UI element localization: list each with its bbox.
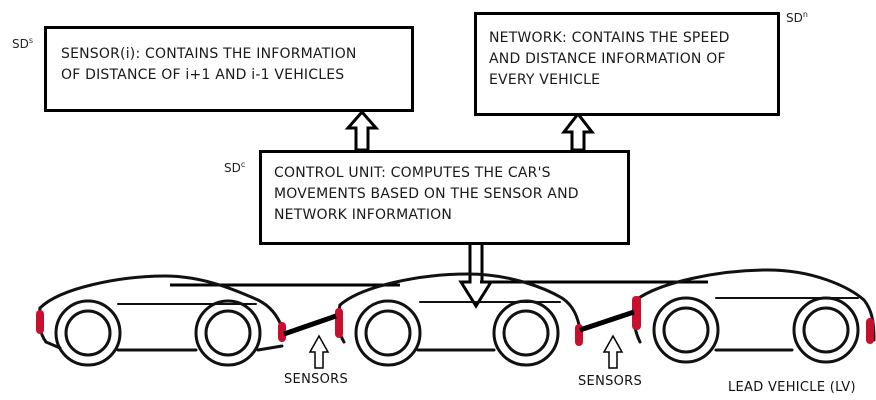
sensors-label-2: SENSORS — [578, 374, 643, 389]
control-sd-label: SDc — [224, 160, 246, 175]
sensor-sd-label: SDs — [12, 36, 34, 51]
car-3-headlight — [866, 318, 874, 344]
sensor-link-1 — [283, 313, 337, 337]
control-box-line-3: NETWORK INFORMATION — [274, 207, 453, 223]
arrow-control-to-sensor — [344, 109, 380, 152]
network-box-line-1: NETWORK: CONTAINS THE SPEED — [489, 30, 730, 46]
car-3-lead-vehicle — [632, 268, 876, 364]
sensor-box-line-1: SENSOR(i): CONTAINS THE INFORMATION — [61, 46, 357, 62]
car-1 — [37, 274, 284, 367]
network-box-line-2: AND DISTANCE INFORMATION OF — [489, 51, 726, 67]
sensor-arrow-2 — [602, 334, 624, 369]
car-1-taillight — [36, 310, 44, 334]
car-2 — [336, 272, 582, 367]
sensor-arrow-1 — [308, 334, 330, 369]
sensors-label-1: SENSORS — [284, 372, 349, 387]
sensor-link-2 — [579, 309, 635, 333]
car-1-headlight — [278, 322, 286, 342]
car-2-taillight — [335, 308, 343, 338]
arrow-control-to-network — [560, 111, 596, 152]
sensor-box: SENSOR(i): CONTAINS THE INFORMATION OF D… — [44, 26, 414, 112]
control-unit-box: CONTROL UNIT: COMPUTES THE CAR'S MOVEMEN… — [259, 150, 630, 245]
lead-vehicle-label: LEAD VEHICLE (LV) — [728, 380, 856, 395]
network-box: NETWORK: CONTAINS THE SPEED AND DISTANCE… — [474, 12, 780, 116]
sensor-box-line-2: OF DISTANCE OF i+1 AND i-1 VEHICLES — [61, 67, 345, 83]
network-box-line-3: EVERY VEHICLE — [489, 72, 601, 88]
control-box-line-1: CONTROL UNIT: COMPUTES THE CAR'S — [274, 165, 551, 181]
car-3-taillight — [632, 296, 641, 330]
control-box-line-2: MOVEMENTS BASED ON THE SENSOR AND — [274, 186, 579, 202]
network-sd-label: SDn — [786, 10, 808, 25]
